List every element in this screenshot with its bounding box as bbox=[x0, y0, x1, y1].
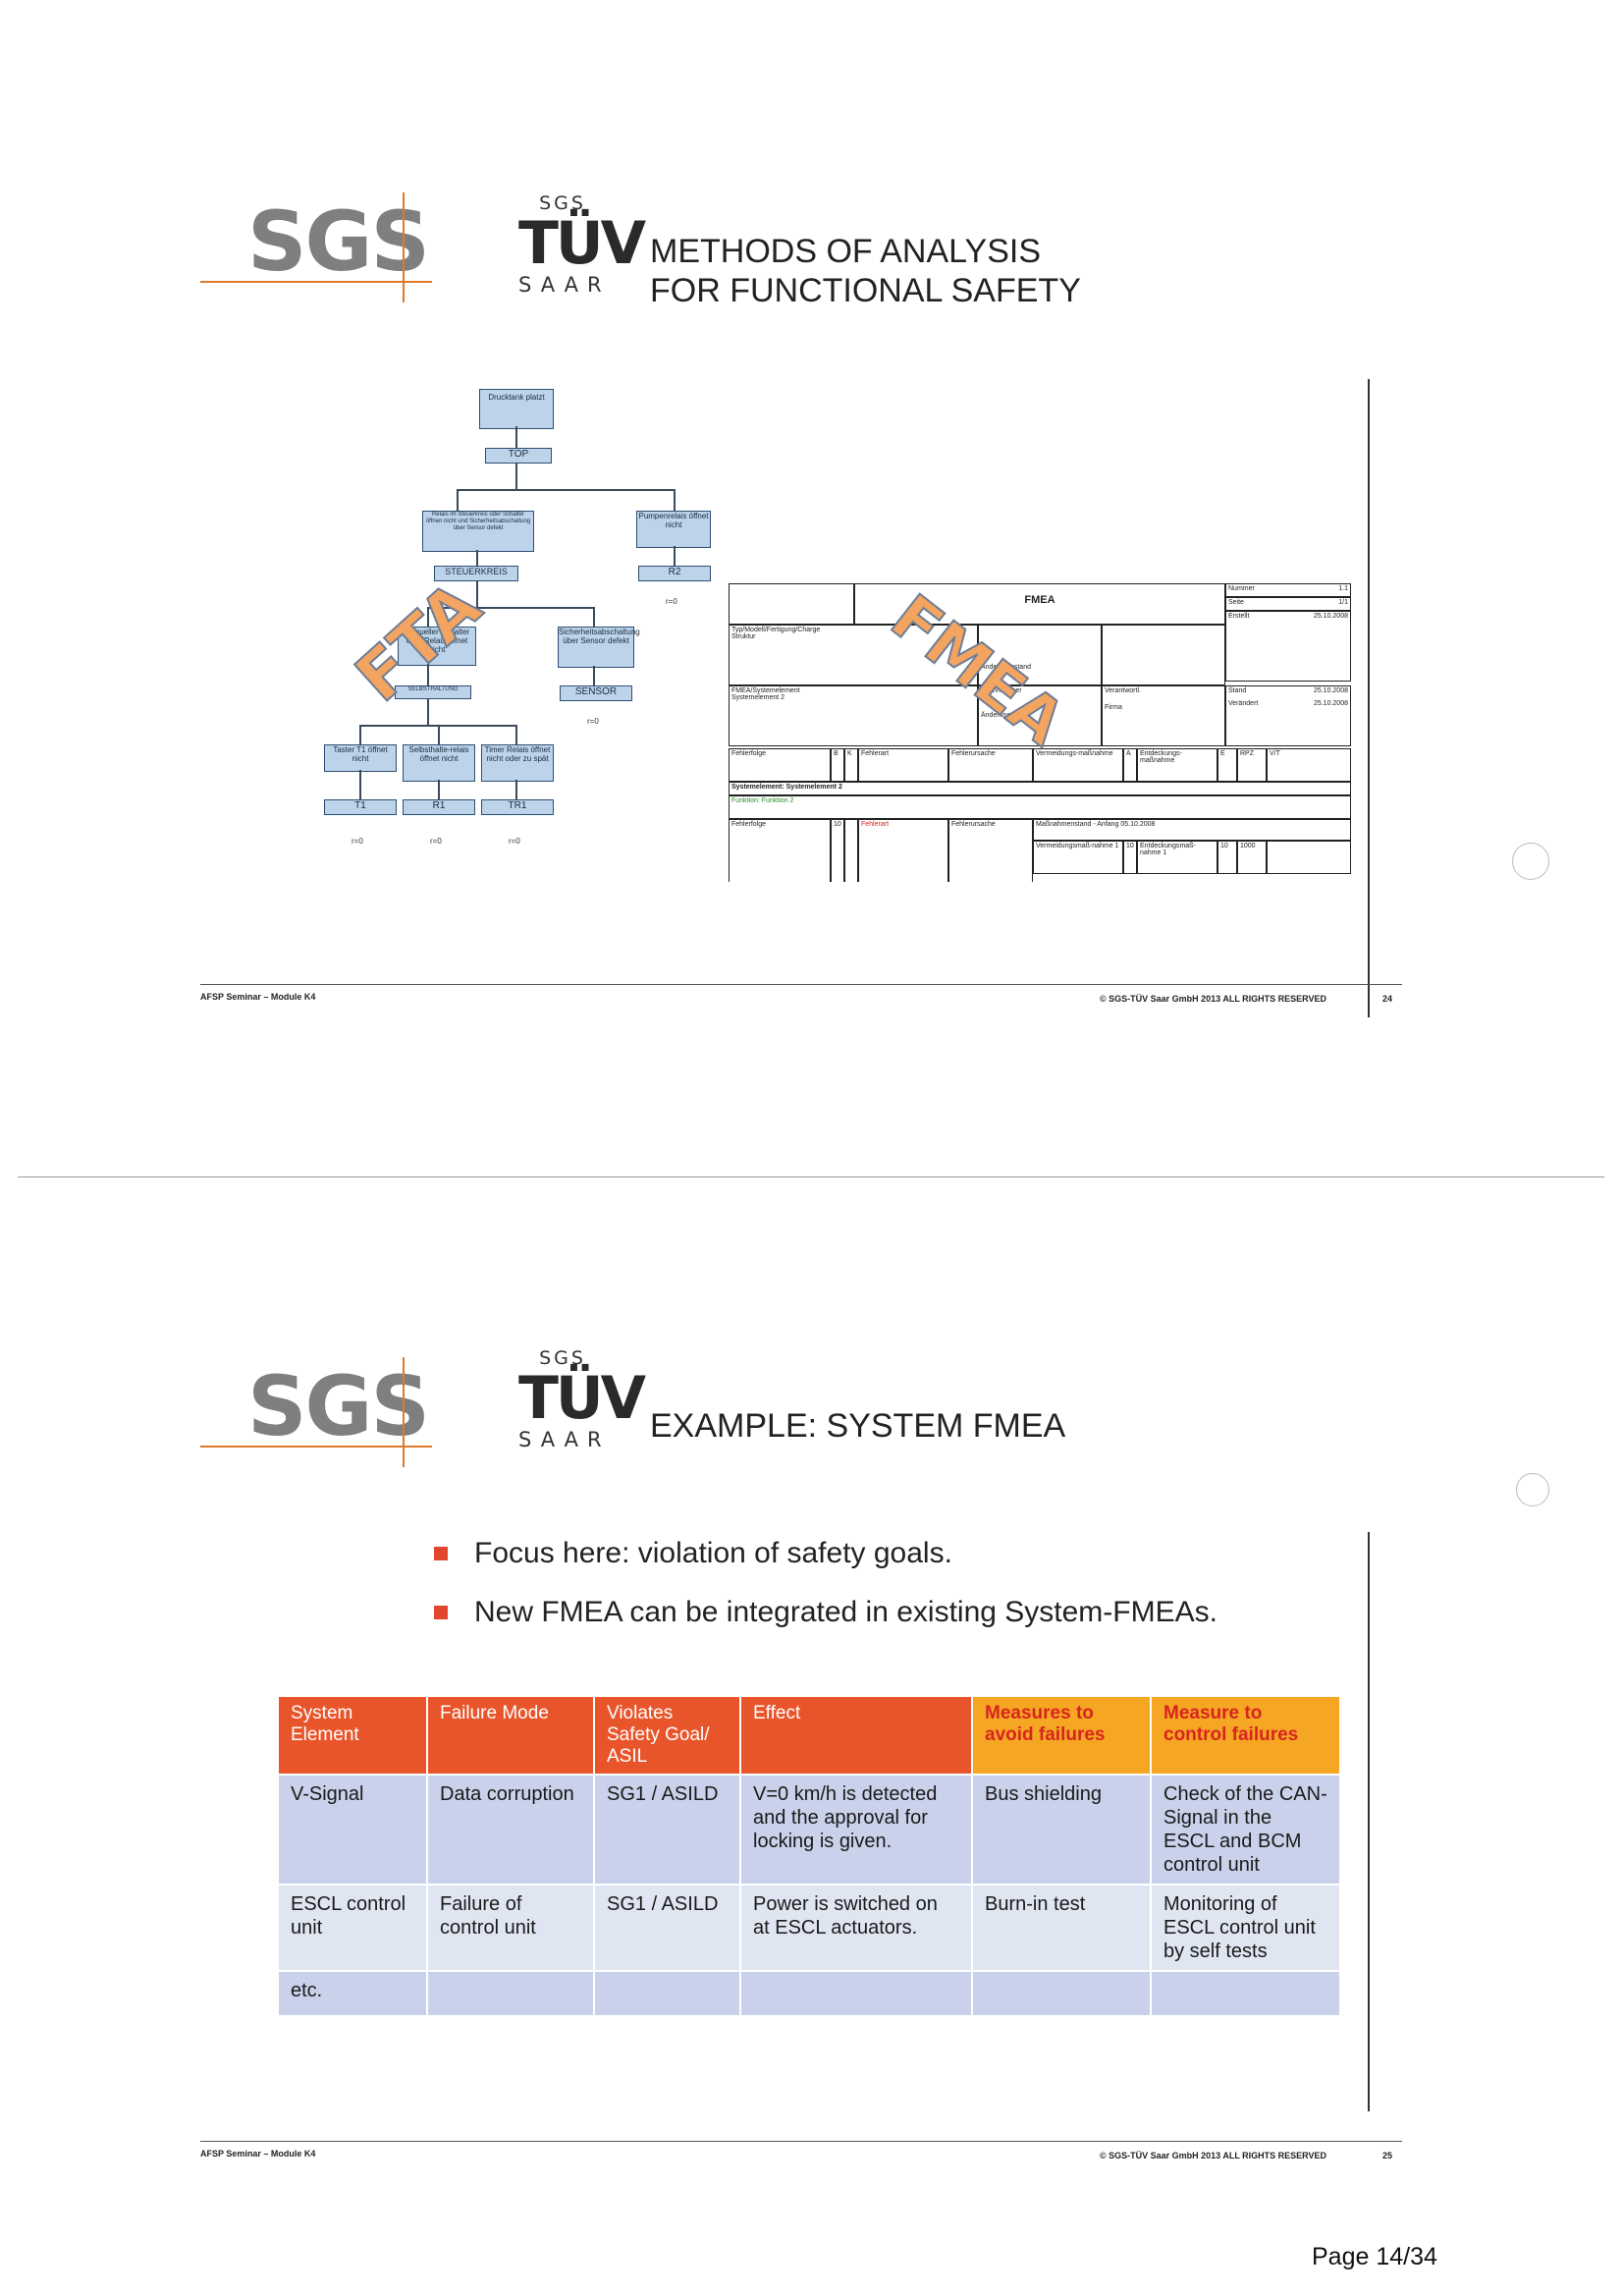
footer-rule bbox=[200, 984, 1402, 985]
logo-divider bbox=[403, 1357, 405, 1467]
tuv-logo: SGS TÜV SAAR bbox=[518, 1347, 646, 1451]
table-cell: ESCL control unit bbox=[277, 1883, 428, 1972]
tuv-logo-main: TÜV bbox=[518, 209, 646, 278]
system-fmea-table: System Element Failure Mode Violates Saf… bbox=[277, 1695, 1341, 2017]
logo-divider bbox=[403, 192, 405, 302]
fta-r1-probability: r=0 bbox=[430, 837, 442, 846]
fta-gate-sensor: SENSOR bbox=[560, 685, 632, 701]
table-cell: SG1 / ASILD bbox=[593, 1883, 741, 1972]
footer-left: AFSP Seminar – Module K4 bbox=[200, 2149, 316, 2159]
slide-separator bbox=[18, 1176, 1604, 1177]
fta-pump-event: Pumpenrelais öffnet nicht bbox=[636, 511, 711, 548]
fta-gate-top: TOP bbox=[485, 448, 552, 464]
punch-hole-icon bbox=[1512, 843, 1549, 880]
fta-r2-probability: r=0 bbox=[666, 597, 677, 606]
table-cell: Monitoring of ESCL control unit by self … bbox=[1150, 1883, 1341, 1972]
bullet-2: New FMEA can be integrated in existing S… bbox=[474, 1596, 1217, 1628]
slide-right-edge bbox=[1368, 1532, 1370, 2111]
fta-sensor-probability: r=0 bbox=[587, 717, 599, 726]
bullet-icon bbox=[434, 1547, 448, 1560]
fta-manual-event: manueller Schalter oder Relais öffnet ni… bbox=[398, 627, 476, 666]
table-cell bbox=[739, 1969, 973, 2017]
table-cell bbox=[971, 1969, 1152, 2017]
fta-relay-event: Relais im Steuerkreis oder Schalter öffn… bbox=[422, 511, 534, 552]
table-row: ESCL control unit Failure of control uni… bbox=[277, 1883, 1341, 1972]
table-cell bbox=[426, 1969, 595, 2017]
table-cell bbox=[593, 1969, 741, 2017]
table-cell: SG1 / ASILD bbox=[593, 1773, 741, 1886]
footer-copyright: © SGS-TÜV Saar GmbH 2013 ALL RIGHTS RESE… bbox=[1100, 994, 1327, 1004]
slide-title: EXAMPLE: SYSTEM FMEA bbox=[650, 1407, 1066, 1445]
fta-gate-selbsthaltung: SELBSTHALTUNG bbox=[395, 685, 471, 699]
logo-underline bbox=[200, 281, 432, 283]
bullet-icon bbox=[434, 1606, 448, 1619]
table-cell: V-Signal bbox=[277, 1773, 428, 1886]
footer-left: AFSP Seminar – Module K4 bbox=[200, 992, 316, 1002]
footer-rule bbox=[200, 2141, 1402, 2142]
tuv-logo-saar: SAAR bbox=[518, 1428, 611, 1451]
header-measures-control: Measure to control failures bbox=[1150, 1695, 1341, 1776]
slide-number: 25 bbox=[1382, 2151, 1393, 2160]
footer-copyright: © SGS-TÜV Saar GmbH 2013 ALL RIGHTS RESE… bbox=[1100, 2151, 1327, 2160]
header-failure-mode: Failure Mode bbox=[426, 1695, 595, 1776]
slide-number: 24 bbox=[1382, 994, 1393, 1004]
tuv-logo-saar: SAAR bbox=[518, 273, 611, 297]
fta-gate-r2: R2 bbox=[638, 566, 711, 581]
tuv-logo-main: TÜV bbox=[518, 1364, 646, 1433]
header-effect: Effect bbox=[739, 1695, 973, 1776]
fta-tr1-probability: r=0 bbox=[509, 837, 520, 846]
sgs-logo: SGS bbox=[247, 1358, 430, 1454]
title-line-2: FOR FUNCTIONAL SAFETY bbox=[650, 272, 1081, 310]
header-measures-avoid: Measures to avoid failures bbox=[971, 1695, 1152, 1776]
fta-selbsthalte-event: Selbsthalte-relais öffnet nicht bbox=[403, 744, 475, 782]
table-cell bbox=[1150, 1969, 1341, 2017]
table-cell: Check of the CAN-Signal in the ESCL and … bbox=[1150, 1773, 1341, 1886]
title-line-1: METHODS OF ANALYSIS bbox=[650, 233, 1042, 270]
slide-title: METHODS OF ANALYSIS FOR FUNCTIONAL SAFET… bbox=[650, 232, 1081, 310]
table-cell: etc. bbox=[277, 1969, 428, 2017]
table-cell: Power is switched on at ESCL actuators. bbox=[739, 1883, 973, 1972]
fmea-form-section: Systemelement: Systemelement 2 bbox=[729, 782, 1351, 795]
fmea-form-function: Funktion: Funktion 2 bbox=[729, 795, 1351, 819]
table-cell: Bus shielding bbox=[971, 1773, 1152, 1886]
bullet-1: Focus here: violation of safety goals. bbox=[474, 1537, 952, 1569]
fta-timer-event: Timer Relais öffnet nicht oder zu spät bbox=[481, 744, 554, 782]
fta-top-event: Drucktank platzt bbox=[479, 389, 554, 429]
table-cell: V=0 km/h is detected and the approval fo… bbox=[739, 1773, 973, 1886]
table-cell: Burn-in test bbox=[971, 1883, 1152, 1972]
fta-gate-r1: R1 bbox=[403, 799, 475, 815]
slide-right-edge bbox=[1368, 379, 1370, 1017]
fta-gate-tr1: TR1 bbox=[481, 799, 554, 815]
table-cell: Failure of control unit bbox=[426, 1883, 595, 1972]
table-row: etc. bbox=[277, 1969, 1341, 2017]
fta-taster-event: Taster T1 öffnet nicht bbox=[324, 744, 397, 772]
tuv-logo-top: SGS bbox=[539, 192, 586, 214]
fta-safety-event: Sicherheitsabschaltung über Sensor defek… bbox=[558, 627, 640, 668]
page-number: Page 14/34 bbox=[1312, 2243, 1437, 2270]
fmea-form-header: FMEA bbox=[854, 583, 1225, 625]
header-system-element: System Element bbox=[277, 1695, 428, 1776]
logo-underline bbox=[200, 1446, 432, 1448]
header-violates-safety-goal: Violates Safety Goal/ ASIL bbox=[593, 1695, 741, 1776]
tuv-logo-top: SGS bbox=[539, 1347, 586, 1369]
sgs-logo: SGS bbox=[247, 193, 430, 290]
fta-t1-probability: r=0 bbox=[352, 837, 363, 846]
table-row: V-Signal Data corruption SG1 / ASILD V=0… bbox=[277, 1773, 1341, 1886]
punch-hole-icon bbox=[1516, 1473, 1549, 1506]
fta-gate-t1: T1 bbox=[324, 799, 397, 815]
table-header-row: System Element Failure Mode Violates Saf… bbox=[277, 1695, 1341, 1776]
tuv-logo: SGS TÜV SAAR bbox=[518, 192, 646, 297]
table-cell: Data corruption bbox=[426, 1773, 595, 1886]
